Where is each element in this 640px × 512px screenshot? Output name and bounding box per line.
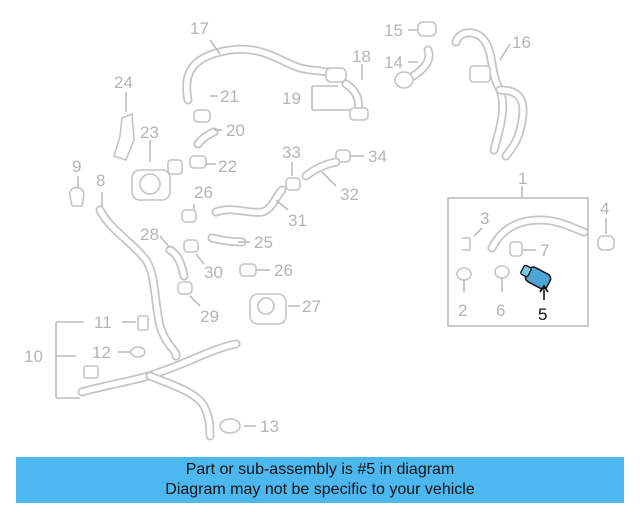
part-16-hose	[451, 28, 528, 161]
callout-8: 8	[96, 171, 105, 190]
part-3-hose-segment	[461, 215, 589, 253]
callout-1: 1	[518, 169, 527, 188]
part-5-highlighted	[520, 264, 552, 300]
part-4-clamp	[597, 218, 615, 251]
part-30-clamp	[183, 239, 205, 265]
part-25-hose	[207, 233, 250, 247]
part-8-hose	[95, 192, 181, 361]
part-6-seal	[494, 265, 510, 292]
part-13-seal	[219, 418, 256, 434]
callout-26-lower: 26	[274, 261, 293, 280]
callout-5-highlighted: 5	[538, 305, 547, 324]
part-24-bracket	[113, 92, 135, 161]
callout-18: 18	[352, 47, 371, 66]
callout-26-upper: 26	[194, 183, 213, 202]
callout-4: 4	[600, 199, 609, 218]
callout-25: 25	[254, 233, 273, 252]
callout-29: 29	[200, 307, 219, 326]
callout-24: 24	[114, 73, 133, 92]
part-23-water-pump	[131, 140, 183, 201]
part-14-hose	[394, 45, 434, 89]
part-20-hose	[193, 127, 222, 149]
callout-32: 32	[340, 185, 359, 204]
callout-22: 22	[218, 157, 237, 176]
banner-line-part-number: Part or sub-assembly is #5 in diagram	[185, 461, 455, 478]
callout-20: 20	[226, 121, 245, 140]
info-banner: Part or sub-assembly is #5 in diagram Di…	[16, 457, 624, 503]
callout-7: 7	[540, 241, 549, 260]
callout-28: 28	[140, 225, 159, 244]
callout-16: 16	[512, 33, 531, 52]
callout-33: 33	[282, 143, 301, 162]
part-18-hose	[311, 64, 369, 121]
callout-14: 14	[384, 53, 403, 72]
callout-9: 9	[72, 157, 81, 176]
part-21-clamp	[193, 95, 218, 123]
part-33-clamp	[285, 162, 301, 191]
callout-13: 13	[260, 417, 279, 436]
part-31-pipe	[211, 185, 289, 217]
part-9-clamp	[69, 176, 85, 207]
part-17-hose	[182, 39, 341, 105]
callout-17: 17	[190, 19, 209, 38]
part-29-clamp	[177, 281, 201, 307]
callout-21: 21	[220, 87, 239, 106]
part-7-clip	[509, 241, 536, 257]
part-11-bolt	[122, 315, 149, 331]
callout-30: 30	[204, 263, 223, 282]
part-26-clamp-lower	[239, 263, 270, 277]
part-34-clamp	[335, 149, 364, 163]
part-27-housing	[249, 293, 300, 325]
callout-2: 2	[458, 301, 467, 320]
callout-6: 6	[496, 301, 505, 320]
callout-27: 27	[302, 297, 321, 316]
part-26-clamp-upper	[181, 204, 197, 223]
callout-3: 3	[480, 209, 489, 228]
part-12-seal	[118, 346, 146, 358]
part-15-clamp	[408, 21, 437, 37]
part-22-clamp	[189, 155, 216, 169]
callout-34: 34	[368, 147, 387, 166]
part-1-assembly-box	[447, 186, 589, 327]
part-2-seal	[456, 267, 472, 292]
part-10-pipe-assembly	[55, 321, 241, 441]
callout-19: 19	[282, 89, 301, 108]
part-28-hose	[159, 235, 189, 281]
callout-15: 15	[384, 21, 403, 40]
part-32-hose	[301, 157, 341, 187]
callout-11: 11	[94, 313, 112, 332]
callout-10: 10	[24, 347, 43, 366]
callout-12: 12	[92, 343, 111, 362]
callout-23: 23	[140, 123, 159, 142]
banner-line-disclaimer: Diagram may not be specific to your vehi…	[165, 481, 475, 498]
callout-31: 31	[288, 211, 307, 230]
